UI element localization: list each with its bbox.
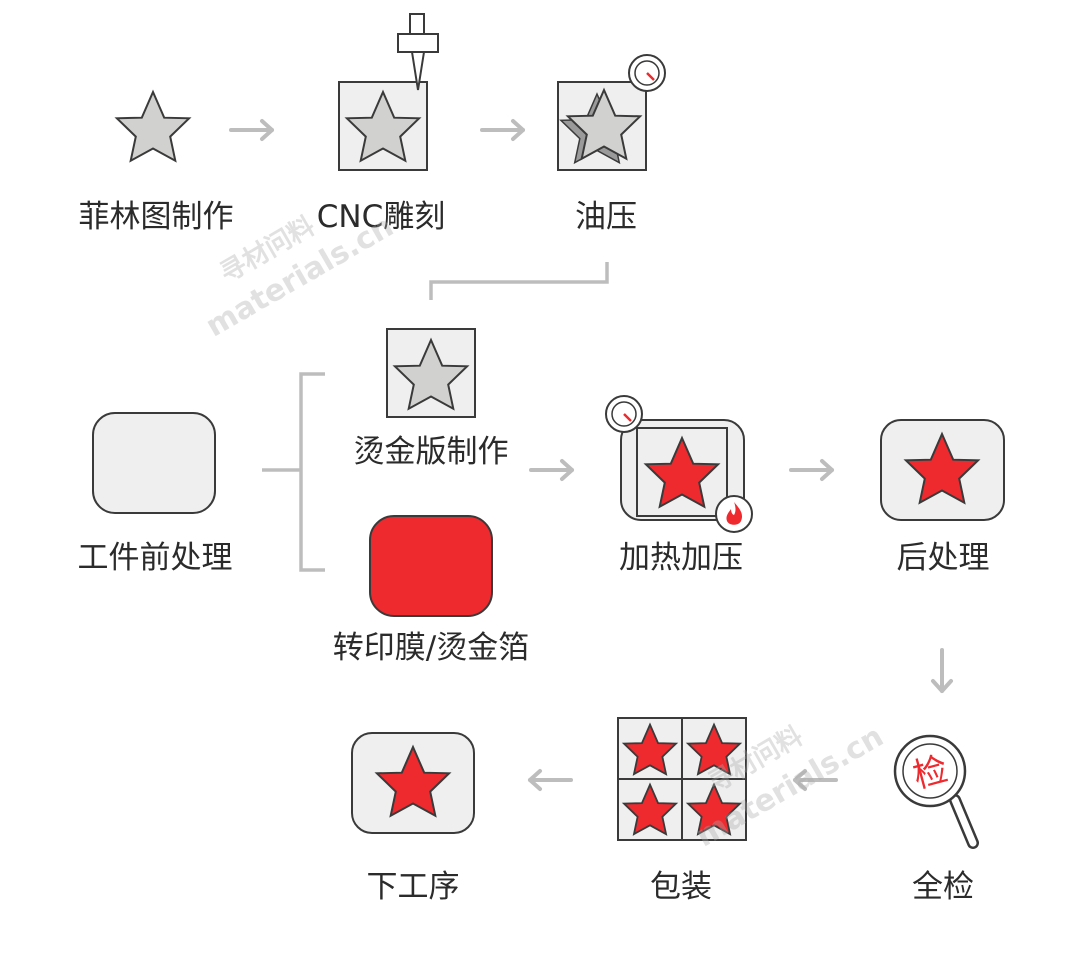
label-fiberglass: 菲林图制作 [78,199,234,235]
oil-press-icon [557,81,647,171]
label-next: 下工序 [366,869,460,905]
post-process-icon [880,419,1005,521]
label-pretreat: 工件前处理 [77,540,233,576]
label-oil-press: 油压 [575,199,637,235]
packaging-icon [617,717,747,841]
pressure-gauge-icon [628,54,666,92]
label-heat-press: 加热加压 [619,540,743,576]
magnifier-icon [893,734,979,849]
fiberglass-star-icon [115,91,191,162]
workpiece-icon [92,412,216,514]
arrow-right-4 [789,459,834,481]
heat-press-icon [620,419,745,521]
label-pack: 包装 [650,869,712,905]
label-inspect: 全检 [912,869,974,905]
label-post-process: 后处理 [896,540,990,576]
label-stamp-plate: 烫金版制作 [353,434,509,470]
arrow-down [931,648,953,693]
cnc-engraving-icon [338,13,439,171]
arrow-right-1 [229,119,274,141]
pressure-gauge-icon-2 [605,395,643,433]
bracket-connector [262,372,325,572]
connector-line [429,262,609,300]
arrow-left-1 [793,769,838,791]
arrow-right-2 [480,119,525,141]
label-cnc: CNC雕刻 [316,199,446,235]
transfer-film-icon [369,515,493,617]
next-process-icon [351,732,475,834]
flame-icon [715,495,753,533]
arrow-right-3 [529,459,574,481]
label-transfer-film: 转印膜/烫金箔 [332,630,530,666]
arrow-left-2 [528,769,573,791]
stamp-plate-icon [386,328,476,418]
